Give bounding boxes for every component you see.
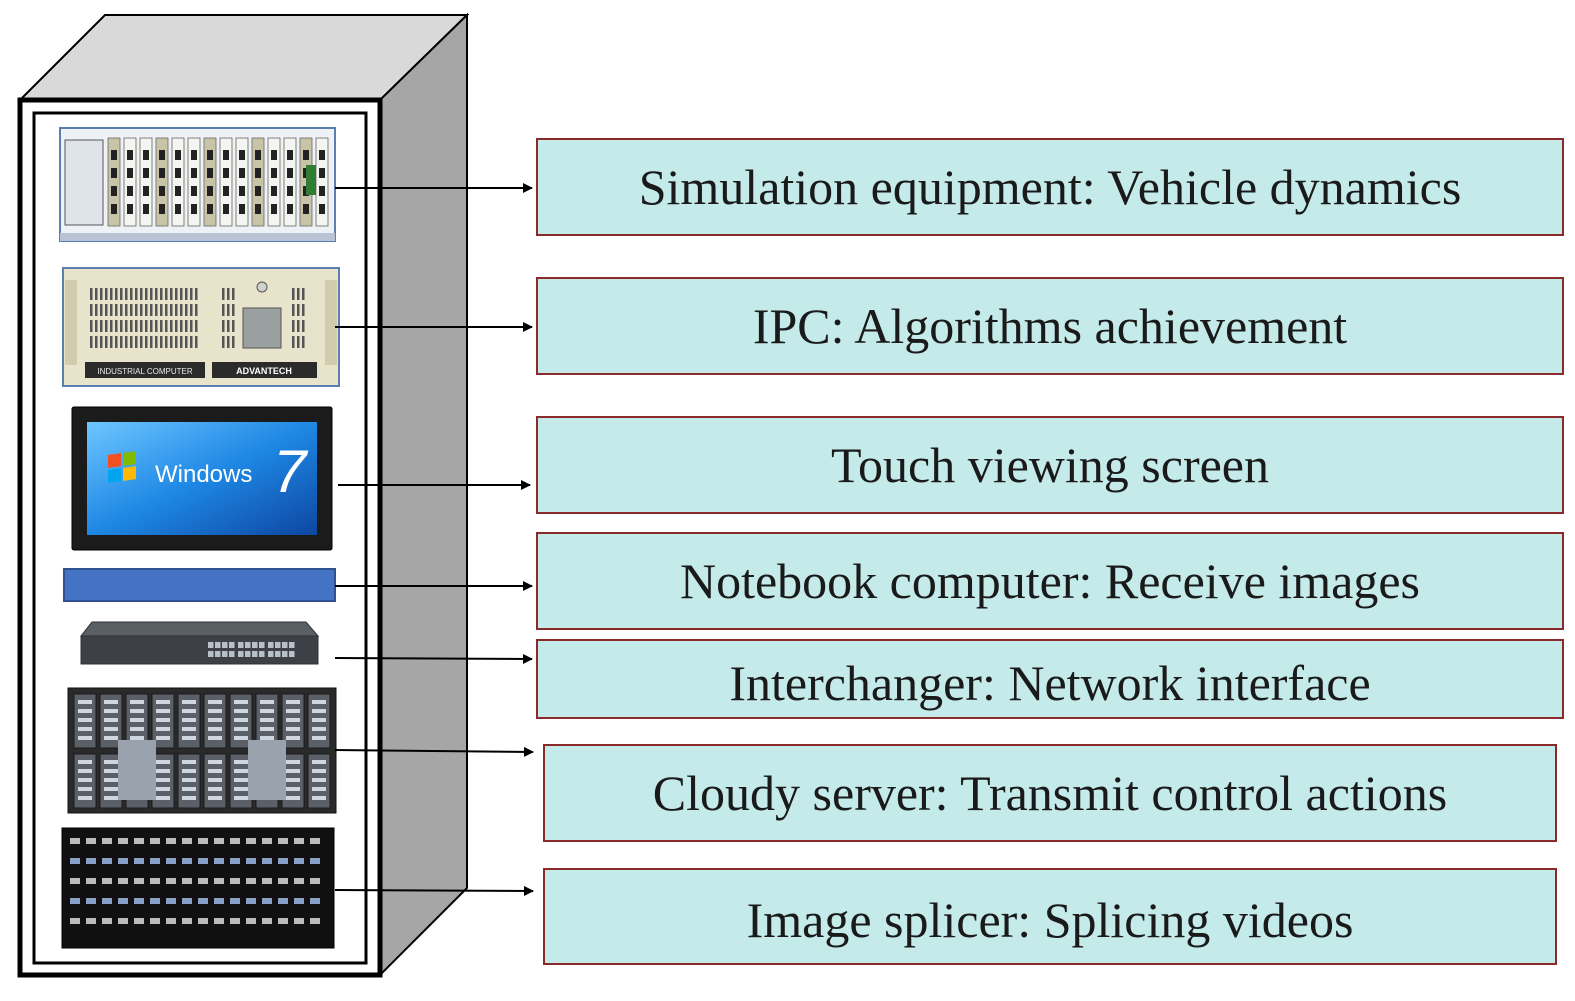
arrow-switch [334, 653, 533, 664]
cloud-server [67, 687, 337, 814]
switch-ports [208, 642, 295, 657]
industrial-pc: INDUSTRIAL COMPUTER ADVANTECH [62, 267, 340, 387]
screen-version-text: 7 [273, 438, 309, 505]
screen-os-text: Windows [155, 461, 252, 488]
cabinet-side [379, 12, 468, 978]
notebook-computer [63, 568, 336, 602]
arrow-splicer [334, 885, 534, 896]
label-image-splicer: Image splicer: Splicing videos [543, 868, 1557, 965]
touch-screen: Windows 7 [71, 406, 333, 551]
ipc-caption: INDUSTRIAL COMPUTER [97, 367, 192, 376]
windows-logo-icon [108, 451, 136, 483]
server-blades [73, 693, 331, 809]
ipc-brand-logo: ADVANTECH [236, 366, 292, 376]
label-simulation-equipment: Simulation equipment: Vehicle dynamics [536, 138, 1564, 236]
label-cloudy-server: Cloudy server: Transmit control actions [543, 744, 1557, 842]
label-ipc: IPC: Algorithms achievement [536, 277, 1564, 375]
connector-arrows [334, 183, 534, 896]
image-splicer [61, 827, 335, 949]
arrow-server [334, 746, 534, 757]
splicer-ports [70, 838, 320, 924]
network-switch [79, 621, 320, 665]
chassis-slots [107, 137, 329, 227]
label-interchanger: Interchanger: Network interface [536, 639, 1564, 719]
label-touch-screen: Touch viewing screen [536, 416, 1564, 514]
simulation-chassis [59, 127, 336, 242]
label-notebook-computer: Notebook computer: Receive images [536, 532, 1564, 630]
